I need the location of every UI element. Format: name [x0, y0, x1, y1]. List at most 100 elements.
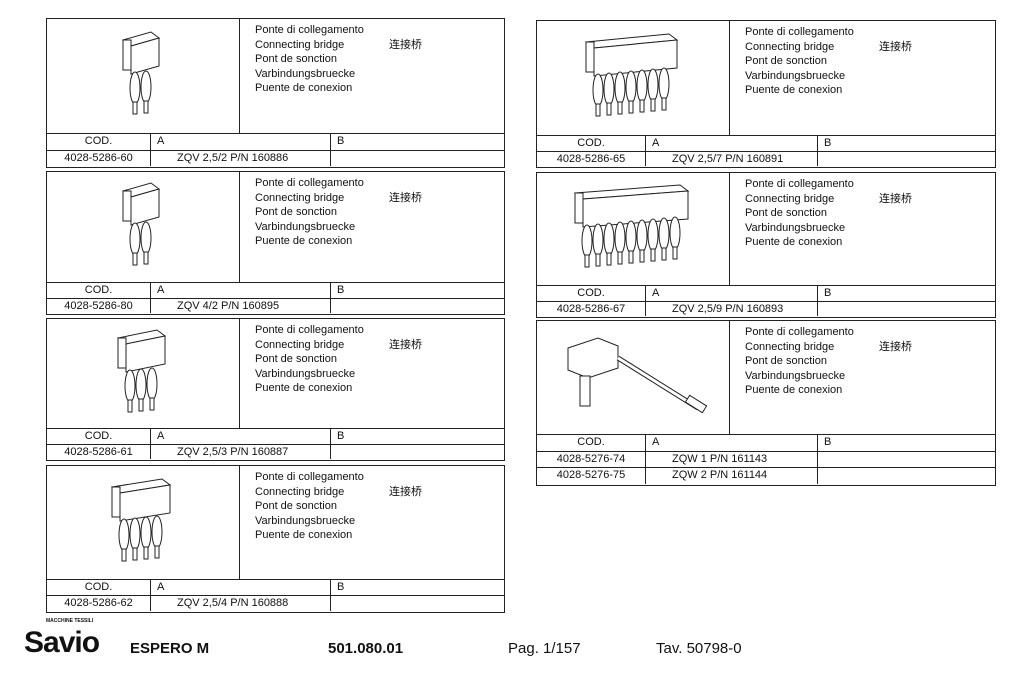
connecting-bridge-drawing — [121, 31, 161, 115]
description-line: Puente de conexion — [255, 82, 353, 94]
brand-name: Savio — [24, 626, 100, 659]
part-code: 4028-5286-62 — [47, 596, 151, 611]
connecting-bridge-drawing — [121, 182, 161, 266]
header-b: B — [337, 581, 345, 593]
header-a: A — [151, 429, 331, 444]
header-a: A — [646, 435, 818, 451]
description-line: Connecting bridge — [255, 38, 345, 51]
description-line: Varbindungsbruecke — [745, 369, 846, 382]
part-spec-a: ZQV 4/2 P/N 160895 — [151, 298, 331, 313]
chinese-description: 连接桥 — [879, 341, 912, 353]
part-spec-b — [818, 152, 995, 167]
description-line: Varbindungsbruecke — [255, 367, 356, 380]
connecting-bridge-drawing — [573, 184, 689, 268]
description-line: Connecting bridge — [745, 192, 835, 205]
page-number: Pag. 1/157 — [508, 640, 581, 657]
part-spec-b — [818, 452, 995, 468]
header-b: B — [337, 430, 345, 442]
part-illustration — [537, 321, 730, 434]
part-spec-a: ZQV 2,5/7 P/N 160891 — [646, 151, 818, 166]
description-line: Pont de sonction — [255, 206, 337, 218]
description-line: Connecting bridge — [255, 338, 345, 351]
part-spec-a: ZQW 1 P/N 161143 — [646, 451, 818, 468]
description-line: Pont de sonction — [255, 353, 337, 365]
header-b: B — [824, 137, 832, 149]
header-cod: COD. — [47, 283, 151, 298]
chinese-description: 连接桥 — [389, 39, 422, 51]
header-cod: COD. — [537, 435, 646, 451]
header-b: B — [337, 135, 345, 147]
description-line: Varbindungsbruecke — [255, 220, 356, 233]
header-cod: COD. — [537, 286, 646, 301]
part-illustration — [537, 173, 730, 285]
part-code: 4028-5286-65 — [537, 151, 646, 166]
connecting-bridge-drawing — [116, 328, 166, 412]
description-line: Ponte di collegamento — [255, 471, 364, 483]
description-line: Pont de sonction — [745, 207, 827, 219]
part-spec-b — [331, 299, 504, 314]
part-illustration — [47, 466, 240, 579]
description-line: Ponte di collegamento — [255, 24, 364, 36]
chinese-description: 连接桥 — [879, 193, 912, 205]
part-code: 4028-5286-61 — [47, 444, 151, 459]
document-code: 501.080.01 — [328, 640, 404, 657]
part-spec-a: ZQV 2,5/3 P/N 160887 — [151, 444, 331, 459]
header-b: B — [824, 287, 832, 299]
part-spec-a: ZQV 2,5/4 P/N 160888 — [151, 596, 331, 611]
description-line: Varbindungsbruecke — [255, 67, 356, 80]
part-spec-b — [818, 302, 995, 317]
header-cod: COD. — [47, 580, 151, 595]
description-line: Pont de sonction — [255, 53, 337, 65]
description-line: Ponte di collegamento — [745, 178, 854, 190]
header-b: B — [824, 436, 832, 448]
header-cod: COD. — [537, 136, 646, 151]
chinese-description: 连接桥 — [879, 41, 912, 53]
part-code: 4028-5286-80 — [47, 298, 151, 313]
part-code: 4028-5276-75 — [537, 468, 646, 484]
header-cod: COD. — [47, 429, 151, 444]
header-a: A — [646, 136, 818, 151]
table-number: Tav. 50798-0 — [656, 640, 742, 657]
footer: MACCHINE TESSILI Savio ESPERO M 501.080.… — [0, 618, 1024, 678]
description-line: Pont de sonction — [745, 55, 827, 67]
description-line: Ponte di collegamento — [745, 326, 854, 338]
description-line: Varbindungsbruecke — [745, 69, 846, 82]
description-line: Ponte di collegamento — [255, 177, 364, 189]
connecting-bridge-drawing — [584, 33, 678, 117]
part-spec-b — [331, 445, 504, 460]
header-a: A — [151, 283, 331, 298]
part-spec-b — [331, 596, 504, 611]
description-line: Puente de conexion — [255, 529, 353, 541]
header-cod: COD. — [47, 134, 151, 150]
chinese-description: 连接桥 — [389, 339, 422, 351]
part-spec-b — [818, 468, 995, 484]
model-name: ESPERO M — [130, 640, 210, 657]
chinese-description: 连接桥 — [389, 486, 422, 498]
part-illustration — [537, 21, 730, 135]
connecting-bridge-drawing — [110, 477, 172, 561]
description-line: Puente de conexion — [745, 84, 843, 96]
header-a: A — [151, 580, 331, 595]
description-line: Puente de conexion — [745, 236, 843, 248]
description-line: Puente de conexion — [745, 384, 843, 396]
description-line: Pont de sonction — [745, 355, 827, 367]
part-spec-a: ZQV 2,5/2 P/N 160886 — [151, 150, 331, 166]
part-illustration — [47, 172, 240, 282]
description-line: Puente de conexion — [255, 382, 353, 394]
part-spec-a: ZQV 2,5/9 P/N 160893 — [646, 301, 818, 316]
part-spec-b — [331, 151, 504, 167]
